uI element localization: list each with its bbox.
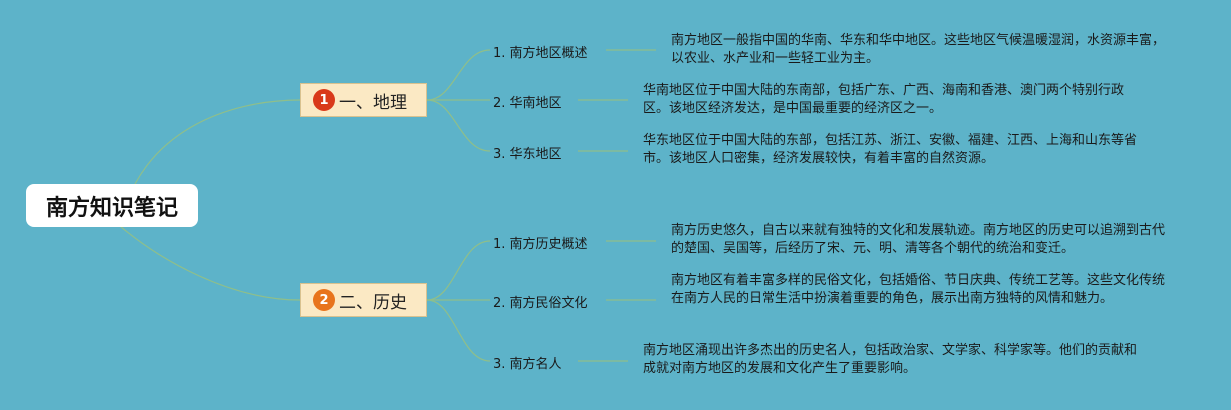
note-history-overview: 南方历史悠久，自古以来就有独特的文化和发展轨迹。南方地区的历史可以追溯到古代的楚… — [671, 223, 1166, 256]
note-east-china: 华东地区位于中国大陆的东部，包括江苏、浙江、安徽、福建、江西、上海和山东等省市。… — [643, 133, 1138, 166]
subtopic-south-china[interactable]: 2. 华南地区 — [493, 96, 562, 111]
branch-label: 一、地理 — [339, 92, 407, 113]
note-south-china: 华南地区位于中国大陆的东南部，包括广东、广西、海南和香港、澳门两个特别行政区。该… — [643, 83, 1125, 116]
link-b2-c1 — [426, 240, 491, 301]
branch-geography[interactable]: 1 一、地理 — [300, 83, 427, 117]
note-famous-people: 南方地区涌现出许多杰出的历史名人，包括政治家、文学家、科学家等。他们的贡献和成就… — [643, 343, 1138, 376]
subtopic-south-overview[interactable]: 1. 南方地区概述 — [493, 46, 588, 61]
link-b1-c1 — [426, 49, 491, 101]
link-root-branch2 — [119, 225, 301, 301]
link-b2-c3 — [426, 299, 491, 362]
note-south-overview: 南方地区一般指中国的华南、华东和华中地区。这些地区气候温暖湿润，水资源丰富，以农… — [671, 33, 1166, 66]
root-topic[interactable]: 南方知识笔记 — [26, 184, 198, 227]
note-folk-culture: 南方地区有着丰富多样的民俗文化，包括婚俗、节日庆典、传统工艺等。这些文化传统在南… — [671, 273, 1166, 306]
link-b1-c3 — [426, 99, 491, 152]
number-badge-2: 2 — [313, 289, 335, 311]
branch-history[interactable]: 2 二、历史 — [300, 283, 427, 317]
subtopic-folk-culture[interactable]: 2. 南方民俗文化 — [493, 296, 588, 311]
subtopic-famous-people[interactable]: 3. 南方名人 — [493, 357, 562, 372]
subtopic-history-overview[interactable]: 1. 南方历史概述 — [493, 237, 588, 252]
number-badge-1: 1 — [313, 89, 335, 111]
branch-label: 二、历史 — [339, 292, 407, 313]
subtopic-east-china[interactable]: 3. 华东地区 — [493, 147, 562, 162]
